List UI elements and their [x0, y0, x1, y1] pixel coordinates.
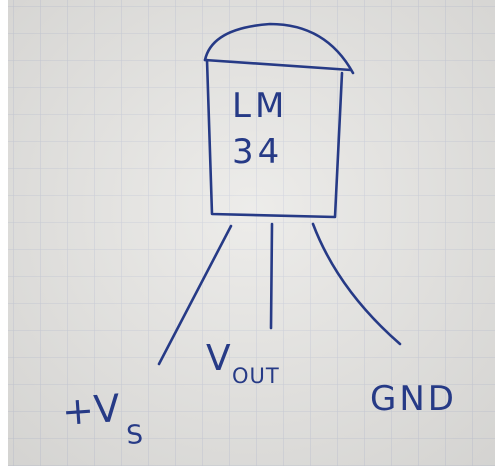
lead-vout: [269, 222, 274, 330]
component-label-line2: 34: [232, 132, 283, 172]
pin-label-plus-vs: +V S: [61, 386, 144, 451]
lighting-vignette: [8, 0, 495, 466]
pin-label-plus-vs-subscript: S: [125, 420, 144, 451]
pin-label-vout-main: V: [206, 338, 231, 379]
package-flat-edge: [203, 58, 353, 72]
pin-label-vout: V OUT: [206, 338, 280, 388]
lead-gnd: [311, 222, 402, 346]
package-dome-outline: [203, 22, 355, 75]
pin-label-vout-subscript: OUT: [232, 364, 280, 388]
component-label-line1: LM: [232, 86, 288, 126]
pin-label-plus-vs-main: +V: [61, 386, 122, 434]
package-body-outline: [205, 58, 344, 219]
graph-paper-photo: LM 34 +V S V OUT GND: [8, 0, 495, 466]
lead-plus-vs: [157, 224, 233, 366]
lm34-pinout-sketch: LM 34 +V S V OUT GND: [8, 0, 495, 466]
pin-label-gnd: GND: [370, 379, 457, 419]
